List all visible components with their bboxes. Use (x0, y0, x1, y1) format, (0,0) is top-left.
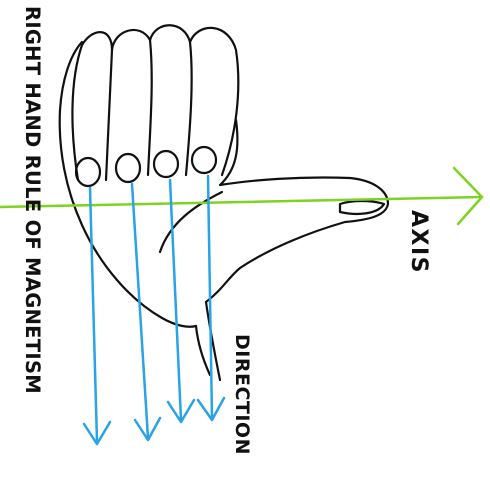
middle-fingernail (116, 154, 140, 182)
field-arrow-3 (168, 180, 194, 422)
index-fingernail (76, 158, 100, 186)
wrist-line-2 (196, 326, 210, 375)
field-arrow-4 (198, 176, 224, 420)
direction-label: DIRECTION (231, 334, 253, 455)
palm-crease (160, 192, 222, 252)
field-arrows (84, 176, 224, 444)
ring-fingernail (154, 151, 178, 177)
pinky-fingernail (192, 147, 216, 173)
axis-label: AXIS (406, 210, 431, 274)
field-arrow-1 (84, 188, 110, 444)
title-label: RIGHT HAND RULE OF MAGNETISM (21, 6, 44, 394)
thumb-outline (206, 120, 388, 302)
thumbnail (340, 201, 384, 214)
field-arrow-2 (132, 184, 160, 440)
middle-finger-outline (112, 30, 152, 175)
